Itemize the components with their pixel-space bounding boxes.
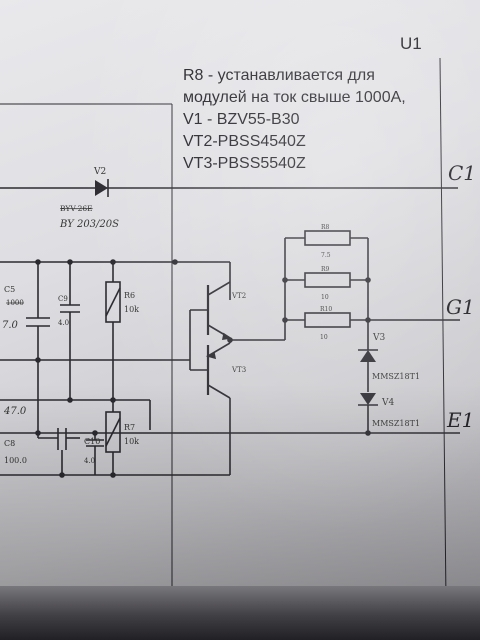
resistor-r6	[105, 262, 121, 400]
c5-value2: 7.0	[2, 320, 19, 331]
net-label-g1: G1	[446, 295, 475, 319]
note-line: модулей на ток свыше 1000А,	[183, 89, 406, 106]
note-line: VT3-PBSS5540Z	[183, 155, 306, 172]
capacitor-c9	[60, 262, 80, 400]
r6-value: 10k	[124, 305, 139, 314]
junction-dot	[282, 277, 288, 283]
junction-dot	[282, 317, 288, 323]
r8-value: 7.5	[321, 252, 331, 259]
zener-v3	[358, 349, 378, 392]
v3-ref: V3	[372, 333, 385, 343]
vt3-ref: VT3	[231, 366, 246, 374]
v4-part: MMSZ18T1	[372, 419, 420, 428]
note-line: R8 - устанавливается для	[183, 67, 375, 84]
junction-dot	[365, 430, 371, 436]
junction-dot	[110, 472, 116, 478]
c10-ref: C10	[84, 437, 100, 446]
frame-line-right	[439, 57, 447, 601]
resistor-r8	[285, 230, 368, 246]
r7-ref: R7	[124, 423, 135, 432]
junction-dot	[35, 357, 41, 363]
junction-dot	[227, 337, 233, 343]
v2-part: BYV-26E	[60, 204, 93, 213]
c5-value: 1000	[6, 299, 24, 307]
transistor-vt2	[190, 281, 233, 340]
left-handwritten-label: 47.0	[3, 406, 27, 417]
resistor-r10	[285, 312, 368, 328]
junction-dot	[110, 259, 116, 265]
v2-hand-part: BY 203/20S	[59, 219, 119, 230]
c5-ref: C5	[4, 285, 15, 294]
zener-v4	[358, 393, 378, 433]
junction-dot	[92, 430, 98, 436]
junction-dot	[110, 397, 116, 403]
schematic-title: U1	[400, 34, 422, 53]
vt2-ref: VT2	[231, 292, 246, 300]
junction-dot	[67, 397, 73, 403]
net-label-e1: E1	[446, 408, 474, 432]
resistor-r9	[285, 272, 368, 288]
capacitor-c8	[38, 428, 80, 475]
v3-part: MMSZ18T1	[372, 372, 420, 381]
r10-ref: R10	[320, 306, 332, 313]
net-label-c1: C1	[448, 161, 476, 185]
r9-ref: R9	[321, 266, 330, 273]
r9-value: 10	[321, 294, 329, 301]
c9-value: 4.0	[58, 319, 69, 327]
capacitor-c5	[26, 262, 50, 438]
r8-ref: R8	[321, 224, 330, 231]
junction-dot	[35, 430, 41, 436]
diode-v2	[95, 179, 109, 197]
note-line: VT2-PBSS4540Z	[183, 133, 306, 150]
transistor-vt3	[190, 342, 231, 399]
junction-dot	[59, 472, 65, 478]
c8-value: 100.0	[4, 456, 27, 465]
v4-ref: V4	[381, 398, 394, 408]
c8-ref: C8	[4, 439, 15, 448]
junction-dot	[365, 277, 371, 283]
junction-dot	[67, 259, 73, 265]
c9-ref: C9	[58, 295, 68, 303]
junction-dot	[35, 259, 41, 265]
r10-value: 10	[320, 334, 328, 341]
note-line: V1 - BZV55-B30	[183, 111, 300, 128]
capacitor-c10	[86, 433, 104, 475]
c10-value: 4.0	[84, 457, 95, 465]
table-edge	[0, 586, 480, 640]
junction-dot	[172, 259, 178, 265]
r6-ref: R6	[124, 291, 135, 300]
resistor-r7	[105, 400, 121, 475]
junction-dot	[365, 317, 371, 323]
v2-ref: V2	[93, 167, 106, 177]
r7-value: 10k	[124, 437, 139, 446]
